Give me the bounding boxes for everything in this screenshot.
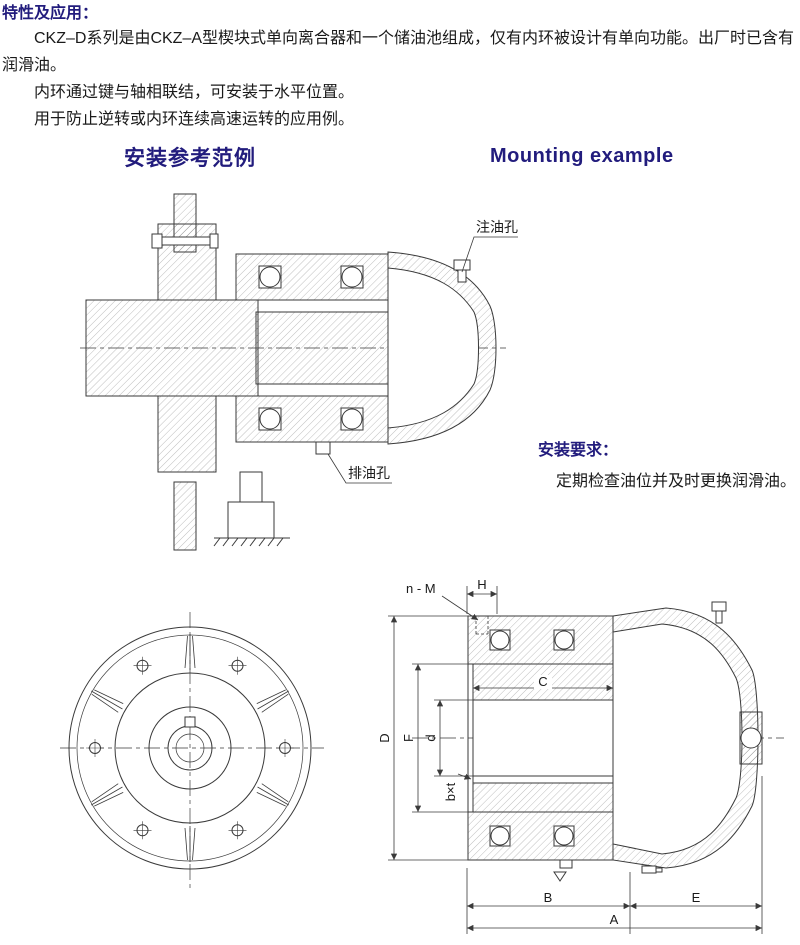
dim-label-H: H [477, 577, 486, 592]
dim-label-F: F [401, 734, 416, 742]
dim-label-C: C [538, 674, 547, 689]
bottom-right-bolt [641, 865, 663, 874]
dimension-lines [388, 586, 763, 934]
install-req-heading: 安装要求： [538, 442, 619, 459]
features-heading: 特性及应用： [2, 5, 99, 22]
intro-paragraph-3: 用于防止逆转或内环连续高速运转的应用例。 [34, 111, 355, 128]
section-title-en: Mounting example [490, 145, 674, 167]
cone-top-bolt [711, 601, 727, 624]
flange [151, 223, 219, 473]
section-title-zh: 安装参考范例 [124, 147, 256, 170]
oil-fill-label: 注油孔 [476, 219, 518, 235]
dim-label-bxt: b×t [443, 782, 458, 801]
front-view-drawing [60, 612, 324, 888]
keyway-slot [472, 775, 614, 784]
clutch-housing [235, 253, 389, 443]
support-pedestal [213, 471, 290, 547]
oil-fill-plug [453, 259, 471, 283]
oil-drain-label: 排油孔 [348, 465, 390, 481]
reservoir-cone [612, 607, 763, 869]
dim-label-A: A [610, 912, 619, 927]
oil-drain-plug [315, 441, 331, 455]
section-geometry [388, 586, 784, 934]
mounting-geometry [80, 193, 518, 551]
dim-label-E: E [692, 890, 701, 905]
installation-requirements: 安装要求： 定期检查油位并及时更换润滑油。 [538, 436, 796, 491]
drain-triangle-symbol [553, 871, 567, 882]
drain-plug [553, 859, 573, 882]
dim-label-B: B [544, 890, 553, 905]
dim-label-D: D [378, 733, 392, 742]
keyway-notch [184, 716, 196, 728]
bearing-housing [467, 615, 614, 861]
dim-label-n-M: n - M [406, 581, 436, 596]
section-view-drawing: n - M H C D F d b×t B E A [378, 577, 784, 934]
mounting-example-drawing: 注油孔 排油孔 [80, 193, 518, 551]
intro-paragraph-1: CKZ–D系列是由CKZ–A型楔块式单向离合器和一个储油池组成，仅有内环被设计有… [2, 30, 795, 74]
front-view-geometry [60, 612, 324, 888]
intro-paragraph-2: 内环通过键与轴相联结，可安装于水平位置。 [34, 84, 355, 101]
oil-reservoir [387, 251, 497, 445]
dim-label-d: d [423, 734, 438, 741]
oil-drain-leader-line [327, 453, 392, 484]
intro-section: 特性及应用： CKZ–D系列是由CKZ–A型楔块式单向离合器和一个储油池组成，仅… [2, 2, 798, 133]
install-req-text: 定期检查油位并及时更换润滑油。 [556, 473, 797, 490]
shaft [85, 299, 417, 397]
oil-fill-leader-line [461, 236, 518, 273]
